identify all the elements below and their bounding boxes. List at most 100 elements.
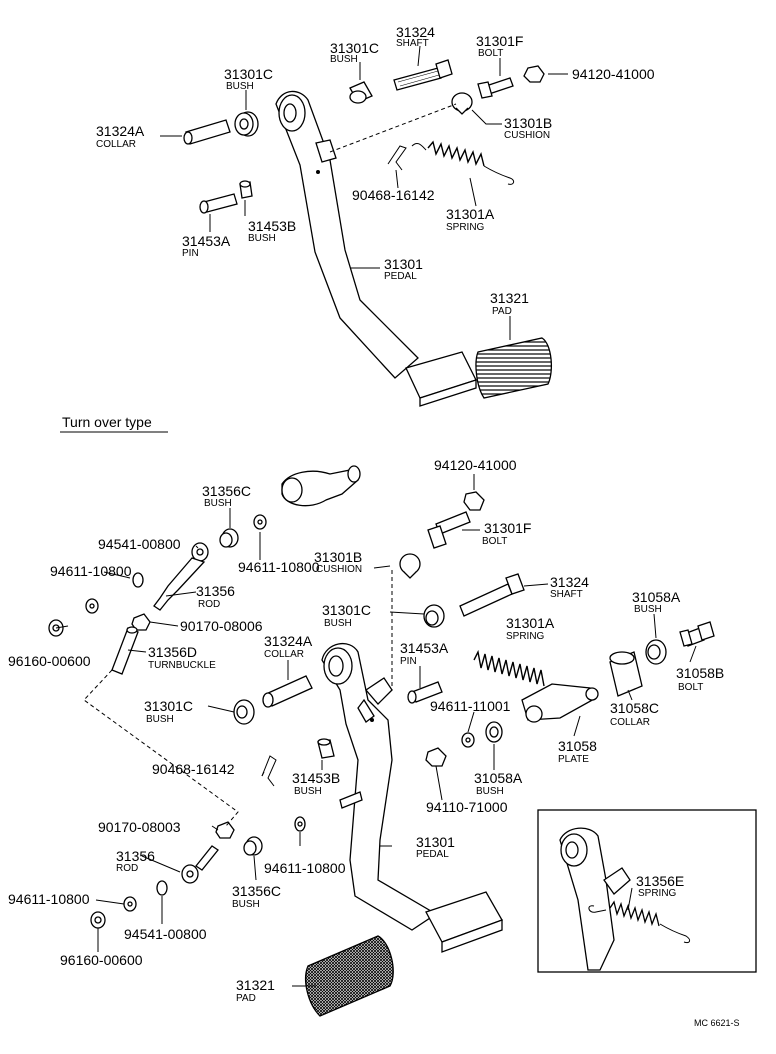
label-31301f-number: 31301F xyxy=(476,33,523,49)
label-b-31324-name: SHAFT xyxy=(550,589,583,600)
label-b-90170-b: 90170-08003 xyxy=(98,819,181,835)
nut-90170-upper xyxy=(131,613,151,631)
label-31321-number: 31321 xyxy=(490,290,529,306)
label-b-31324a-number: 31324A xyxy=(264,633,313,649)
label-b-31324-number: 31324 xyxy=(550,574,589,590)
nut-94120-bottom xyxy=(463,491,485,511)
label-31453a-name: PIN xyxy=(182,248,199,259)
clip-90468-top xyxy=(387,145,407,171)
washer-94611-lower xyxy=(123,896,137,912)
label-31453b-number: 31453B xyxy=(248,218,296,234)
label-b-94611-c: 94611-10800 xyxy=(264,860,346,876)
turn-over-assembly: 94120-41000 31356C BUSH 31301F BOLT 9454… xyxy=(8,457,757,1028)
label-b-31058-name: PLATE xyxy=(558,754,589,765)
label-b-31356-name: ROD xyxy=(198,599,220,610)
label-b-31453a-name: PIN xyxy=(400,656,417,667)
label-31453b-name: BUSH xyxy=(248,233,276,244)
label-b-31453a-number: 31453A xyxy=(400,640,449,656)
clip-90468-bottom xyxy=(261,755,277,787)
label-b-31321-number: 31321 xyxy=(236,977,275,993)
label-31453a-number: 31453A xyxy=(182,233,231,249)
label-31301-name: PEDAL xyxy=(384,271,417,282)
bush-31453b-bottom xyxy=(317,738,335,759)
label-b-31058-number: 31058 xyxy=(558,738,597,754)
catalog-code: MC 6621-S xyxy=(694,1018,740,1028)
label-b-94611-11001: 94611-11001 xyxy=(430,698,511,714)
label-31301c-top-number: 31301C xyxy=(330,40,379,56)
label-b-31356c-name: BUSH xyxy=(204,498,232,509)
label-b-31058b-name: BOLT xyxy=(678,682,703,693)
shaft-31324-bottom xyxy=(459,573,525,617)
bolt-31301f-bottom xyxy=(427,511,471,549)
label-b-31058a-b-name: BUSH xyxy=(476,786,504,797)
label-31301b-name: CUSHION xyxy=(504,130,550,141)
cushion-31301b-top xyxy=(451,92,473,115)
label-31324a-name: COLLAR xyxy=(96,139,136,150)
label-b-31301f-number: 31301F xyxy=(484,520,531,536)
label-b-31356d-name: TURNBUCKLE xyxy=(148,660,216,671)
turnover-linkage-top xyxy=(281,465,361,507)
label-b-90468: 90468-16142 xyxy=(152,761,235,777)
label-b-94110: 94110-71000 xyxy=(426,799,508,815)
label-b-31356d-number: 31356D xyxy=(148,644,197,660)
label-31301-number: 31301 xyxy=(384,256,423,272)
rod-31356-upper xyxy=(153,542,209,611)
label-b-31356c-low-number: 31356C xyxy=(232,883,281,899)
bush-31356c-lower xyxy=(243,836,263,856)
label-b-31453b-name: BUSH xyxy=(294,786,322,797)
label-31301a-number: 31301A xyxy=(446,206,495,222)
label-b-94541: 94541-00800 xyxy=(98,536,181,552)
label-b-31356c-number: 31356C xyxy=(202,483,251,499)
label-31301f-name: BOLT xyxy=(478,48,503,59)
label-31301a-name: SPRING xyxy=(446,222,485,233)
label-b-31058a-top-number: 31058A xyxy=(632,589,681,605)
pad-31321-bottom xyxy=(305,935,394,1017)
cushion-31301b-bottom xyxy=(399,553,421,579)
label-b-31301b-name: CUSHION xyxy=(316,564,362,575)
label-31321-name: PAD xyxy=(492,306,512,317)
label-31301c-b-number: 31301C xyxy=(224,66,273,82)
label-31324-name: SHAFT xyxy=(396,38,429,49)
label-b-31301c-m-number: 31301C xyxy=(322,602,371,618)
shaft-31324-top xyxy=(393,59,453,91)
pad-31321-top xyxy=(475,337,553,399)
label-b-31301c-l-number: 31301C xyxy=(144,698,193,714)
label-90468-top: 90468-16142 xyxy=(352,187,435,203)
label-b-31301c-l-name: BUSH xyxy=(146,714,174,725)
label-b-31058a-top-name: BUSH xyxy=(634,604,662,615)
bush-31058a-top xyxy=(645,639,667,665)
nut-94110 xyxy=(425,747,447,767)
nut-94120-top xyxy=(523,65,545,83)
bush-31301c-left xyxy=(234,111,259,137)
label-b-31356-number: 31356 xyxy=(196,583,235,599)
bush-31301c-mid xyxy=(423,604,445,628)
collar-31324a-bottom xyxy=(262,675,313,708)
washer-94541-upper xyxy=(132,572,144,588)
standard-pedal-assembly: 31324 SHAFT 31301C BUSH 31301F BOLT 9412… xyxy=(96,24,655,407)
label-b-31301f-name: BOLT xyxy=(482,536,507,547)
label-b-31324a-name: COLLAR xyxy=(264,649,304,660)
label-b-31058c-name: COLLAR xyxy=(610,717,650,728)
label-31324a-number: 31324A xyxy=(96,123,145,139)
label-b-31301a-name: SPRING xyxy=(506,631,545,642)
label-b-94611-a: 94611-10800 xyxy=(50,563,132,579)
collar-31324a-top xyxy=(183,119,231,145)
plate-31058 xyxy=(521,683,599,723)
label-94120-top: 94120-41000 xyxy=(572,66,655,82)
label-b-31301c-m-name: BUSH xyxy=(324,618,352,629)
washer-94611-upper xyxy=(85,598,99,614)
pedal-31301-top xyxy=(275,90,477,407)
label-b-94611-d: 94611-10800 xyxy=(8,891,90,907)
label-31301b-number: 31301B xyxy=(504,115,552,131)
washer-94611-11001 xyxy=(461,732,475,748)
spring-31301a-top xyxy=(411,140,515,185)
label-b-31058b-number: 31058B xyxy=(676,665,724,681)
nut-90170-lower xyxy=(215,821,235,839)
bolt-31301f-top xyxy=(477,77,514,99)
label-b-31356e-name: SPRING xyxy=(638,888,677,899)
label-b-31453b-number: 31453B xyxy=(292,770,340,786)
washer-94611-mid xyxy=(294,816,306,832)
label-b-96160-b: 96160-00600 xyxy=(60,952,143,968)
turnbuckle-31356d xyxy=(111,626,139,675)
label-31324-number: 31324 xyxy=(396,24,435,40)
